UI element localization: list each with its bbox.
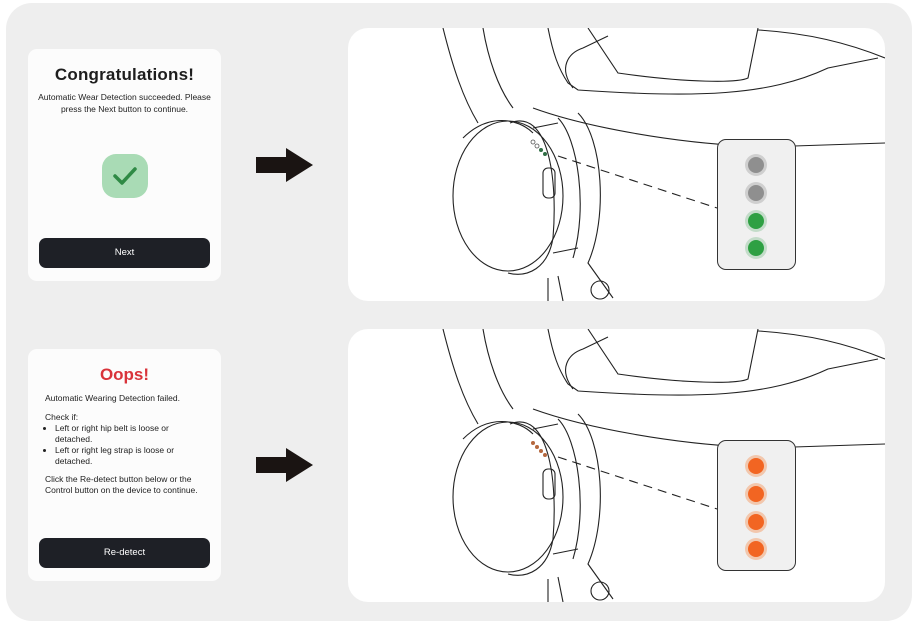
led-off [748,157,764,173]
led-orange-blinking [748,514,764,530]
led-off [748,185,764,201]
led-green [748,213,764,229]
success-title: Congratulations! [54,65,195,84]
failure-illustration [348,329,885,602]
device-led-indicator [531,441,547,457]
failure-title: Oops! [99,365,150,384]
next-button[interactable]: Next [39,238,210,268]
check-list: Left or right hip belt is loose or detac… [28,423,221,467]
check-item: Left or right leg strap is loose or deta… [55,445,207,467]
check-label: Check if: [45,412,79,422]
failure-card: Oops! Automatic Wearing Detection failed… [28,349,221,581]
arrow-right-icon [256,448,313,482]
led-orange-blinking [748,541,764,557]
arrow-right-icon [256,148,313,182]
led-green [748,240,764,256]
failure-message: Automatic Wearing Detection failed. [45,393,180,403]
device-drawing [442,329,885,602]
re-detect-button[interactable]: Re-detect [39,538,210,568]
success-illustration [348,28,885,301]
success-message: Automatic Wear Detection succeeded. Plea… [38,92,211,114]
success-card: Congratulations! Automatic Wear Detectio… [28,49,221,281]
device-led-indicator [530,139,547,156]
failure-instruction: Click the Re-detect button below or the … [45,474,198,495]
device-drawing [442,28,885,301]
led-orange-blinking [748,486,764,502]
led-orange-blinking [748,458,764,474]
led-callout [717,139,796,270]
check-icon [102,154,148,198]
check-item: Left or right hip belt is loose or detac… [55,423,207,445]
led-callout [717,440,796,571]
